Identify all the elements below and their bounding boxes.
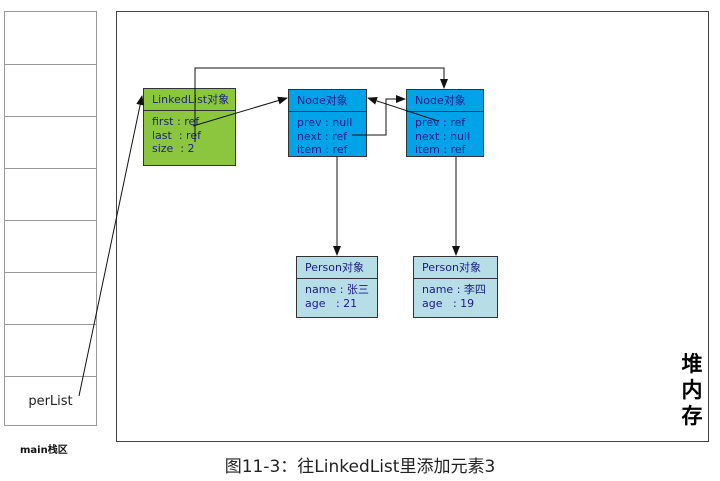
heap-label-char: 堆: [681, 352, 703, 376]
node-object-1: Node对象 prev : null next : ref item : ref: [288, 89, 367, 157]
stack-slot: [5, 169, 96, 221]
stack-label: main栈区: [20, 445, 68, 456]
stack-slot: [5, 325, 96, 377]
node2-field-next: next : null: [415, 129, 471, 143]
linkedlist-title: LinkedList对象: [144, 89, 235, 111]
stack-slot: [5, 65, 96, 117]
arrow-first-to-node1: [192, 96, 288, 127]
node2-title: Node对象: [407, 90, 483, 112]
person1-field-age: age : 21: [305, 296, 358, 310]
person2-title: Person对象: [414, 257, 497, 279]
person-object-1: Person对象 name : 张三 age : 21: [296, 256, 378, 318]
stack-slot: [5, 273, 96, 325]
stack-slot: [5, 221, 96, 273]
stack-slot: [5, 117, 96, 169]
node1-field-prev: prev : null: [297, 116, 353, 129]
person1-title: Person对象: [297, 257, 377, 279]
linkedlist-object: LinkedList对象 first : ref last : ref size…: [143, 88, 236, 166]
node1-title: Node对象: [289, 90, 366, 112]
figure-caption: 图11-3：往LinkedList里添加元素3: [224, 457, 496, 477]
person2-field-age: age : 19: [422, 296, 475, 310]
heap-label: 堆 内 存: [679, 351, 705, 429]
node-object-2: Node对象 prev : ref next : null item : ref: [406, 89, 484, 157]
person1-field-name: name : 张三: [305, 283, 369, 296]
arrow-perlist-to-linkedlist: [78, 95, 145, 397]
main-stack: perList: [4, 11, 97, 426]
arrow-node2-prev-to-node1: [367, 97, 439, 122]
arrow-last-to-node2: [194, 67, 448, 142]
person-object-2: Person对象 name : 李四 age : 19: [413, 256, 498, 318]
linkedlist-field-size: size : 2: [152, 142, 195, 155]
linkedlist-field-last: last : ref: [152, 128, 201, 142]
node1-field-next: next : ref: [297, 129, 347, 143]
arrow-node1-next-to-node2: [352, 95, 406, 136]
node2-field-item: item : ref: [415, 143, 466, 156]
heap-label-char: 内: [681, 378, 703, 402]
stack-slot: [5, 12, 96, 65]
person2-field-name: name : 李四: [422, 283, 486, 296]
stack-variable-perlist: perList: [28, 394, 73, 409]
node1-field-item: item : ref: [297, 143, 348, 156]
heap-area: [116, 11, 709, 442]
heap-label-char: 存: [681, 404, 703, 428]
